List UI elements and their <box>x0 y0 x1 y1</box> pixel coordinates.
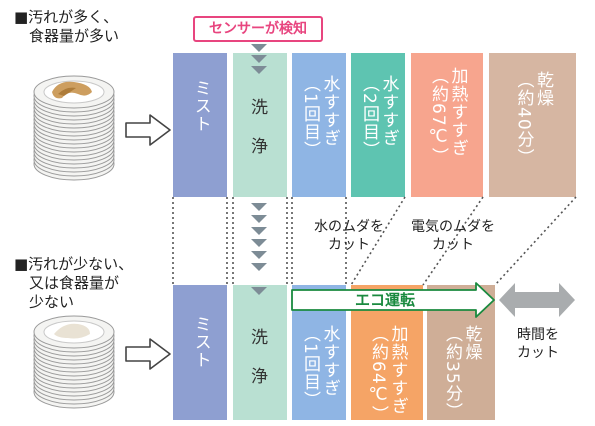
chevron-down-icon <box>251 44 267 52</box>
condition-heavy-label: ■汚れが多く、 食器量が多い <box>14 8 120 45</box>
chevron-down-icon <box>251 55 267 63</box>
electric-waste-cut-label: 電気のムダを カット <box>411 219 495 253</box>
row1-heat-rinse-label: 加熱すすぎ （約67℃） <box>428 67 468 166</box>
time-cut-label: 時間を カット <box>517 327 559 361</box>
arrow-right-icon <box>125 114 171 146</box>
chevron-down-icon <box>251 251 267 259</box>
row1-rinse2-step: 水すすぎ （2回目） <box>351 53 405 197</box>
row1-mist-label: ミスト <box>190 79 211 133</box>
chevron-down-icon <box>251 203 267 211</box>
chevron-down-icon <box>251 66 267 74</box>
chevron-down-icon <box>251 263 267 271</box>
sensor-detect-label: センサーが検知 <box>193 16 323 42</box>
row2-rinse-label: 水すすぎ （1回目） <box>300 325 340 409</box>
dish-stack-light-image <box>33 315 115 409</box>
row2-wash-step: 洗 浄 <box>233 285 287 420</box>
eco-arrow-icon <box>291 282 495 318</box>
chevron-down-icon <box>251 239 267 247</box>
row1-rinse1-label: 水すすぎ （1回目） <box>300 75 340 159</box>
chevron-down-icon <box>251 227 267 235</box>
row1-heat-rinse-step: 加熱すすぎ （約67℃） <box>411 53 483 197</box>
dish-stack-heavy-image <box>33 75 115 181</box>
chevron-down-icon <box>251 215 267 223</box>
water-waste-cut-label: 水のムダを カット <box>314 219 384 253</box>
eco-operation-label: エコ運転 <box>354 291 415 309</box>
row1-dry-label: 乾燥 （約40分） <box>513 71 554 167</box>
row2-heat-rinse-label: 加熱すすぎ （約64℃） <box>368 325 408 424</box>
row1-wash-step: 洗 浄 <box>233 53 287 197</box>
row1-rinse2-label: 水すすぎ （2回目） <box>359 75 399 159</box>
chevron-down-icon <box>251 287 267 295</box>
row2-dry-label: 乾燥 （約35分） <box>442 325 482 421</box>
row2-mist-label: ミスト <box>190 315 211 369</box>
time-cut-arrow-icon <box>499 283 575 317</box>
row2-wash-label: 洗 浄 <box>251 328 269 388</box>
arrow-right-icon <box>125 338 171 370</box>
row1-dry-step: 乾燥 （約40分） <box>489 53 576 197</box>
row1-mist-step: ミスト <box>173 53 227 197</box>
row2-mist-step: ミスト <box>173 285 227 420</box>
row1-wash-label: 洗 浄 <box>251 98 269 158</box>
condition-light-label: ■汚れが少ない、 又は食器量が 少ない <box>14 255 134 311</box>
row1-rinse1-step: 水すすぎ （1回目） <box>292 53 346 197</box>
